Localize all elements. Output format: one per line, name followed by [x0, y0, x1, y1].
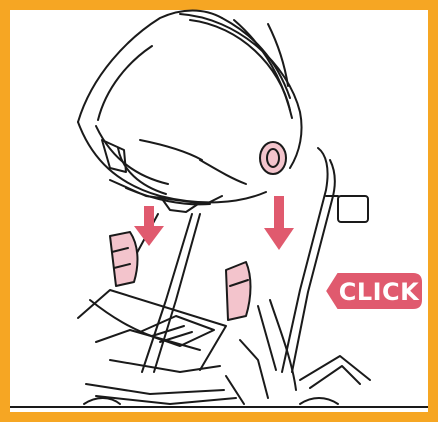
- click-label: CLICK: [336, 272, 422, 312]
- stroller-handlebar: [282, 148, 328, 372]
- adapter-left: [110, 232, 137, 286]
- adapter-right: [226, 262, 251, 320]
- down-arrow-icon: [264, 196, 294, 250]
- down-arrow-icon: [134, 206, 164, 246]
- car-seat-shell: [78, 122, 266, 202]
- car-seat-canopy: [78, 11, 222, 123]
